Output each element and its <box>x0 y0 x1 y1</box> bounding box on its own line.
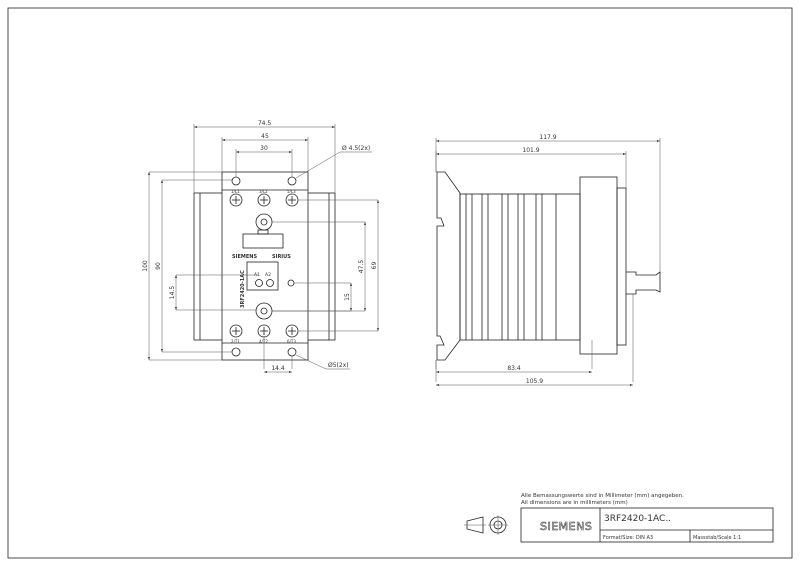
dimension-value: 100 <box>142 260 149 272</box>
screw-icon <box>229 193 243 207</box>
screw-icon <box>285 193 299 207</box>
dimension-value: 83.4 <box>507 365 521 372</box>
dimension-value: 105.9 <box>526 378 543 385</box>
format-size: Format/Size: DIN A3 <box>603 535 653 541</box>
hole-callout-top: Ø 4.5(2x) <box>342 145 370 152</box>
side-view <box>436 171 661 361</box>
dimension-line: 101.9 <box>435 147 627 188</box>
dimension-value: 14.4 <box>271 365 285 372</box>
dimension-line: 45 <box>221 133 309 172</box>
dimension-value: 47.5 <box>358 260 365 274</box>
scale: Massstab/Scale 1:1 <box>693 535 741 541</box>
dimension-value: 90 <box>155 262 162 270</box>
din-rail-clip <box>436 171 461 361</box>
sheet-border <box>7 7 793 559</box>
part-number: 3RF2420-1AC.. <box>604 514 671 524</box>
heatsink-fins <box>459 193 581 341</box>
product-label: 3RF2420-1AC <box>240 270 246 308</box>
brand-label: SIEMENS <box>232 254 257 260</box>
dimension-line: 83.4 <box>435 340 593 373</box>
dimension-line: 14.5 <box>169 274 258 311</box>
hole-callout-bottom: Ø5(2x) <box>328 362 349 369</box>
dimension-line: 14.4 <box>263 336 293 373</box>
terminal-label: 3/L2 <box>259 189 268 194</box>
flange <box>579 176 618 355</box>
dimension-line: 90 <box>155 179 232 353</box>
dimension-line: 15 <box>272 282 352 312</box>
dimension-value: 14.5 <box>169 286 176 300</box>
screw-icon <box>229 324 243 338</box>
terminal-label: 6/T3 <box>287 339 296 344</box>
note-english: All dimensions are in millimeters (mm) <box>521 500 628 506</box>
control-terminal-block <box>246 261 279 291</box>
terminal-label: 1/L1 <box>231 189 240 194</box>
dimension-line: 117.9 <box>435 134 661 272</box>
dimension-value: 15 <box>344 293 351 301</box>
screw-icon <box>257 193 271 207</box>
terminal-label: 4/T2 <box>259 339 268 344</box>
dimension-value: 69 <box>371 262 378 270</box>
terminal-label: 2/T1 <box>231 339 240 344</box>
siemens-logo: SIEMENS <box>540 520 592 533</box>
front-view: SIEMENS SIRIUS A1 A2 3RF2420-1AC 1/L1 3/… <box>193 145 372 370</box>
connector <box>626 271 661 295</box>
series-label: SIRIUS <box>272 254 291 260</box>
terminal-a2: A2 <box>265 272 271 278</box>
front-plate <box>616 187 627 346</box>
dimension-line: 105.9 <box>435 294 634 386</box>
title-block: Alle Bemassungswerte sind in Millimeter … <box>464 493 774 543</box>
terminal-label: 5/L3 <box>287 189 296 194</box>
dimension-line: 30 <box>235 145 293 177</box>
dimension-value: 101.9 <box>522 147 539 154</box>
dimension-line: 74.5 <box>193 120 336 193</box>
dimension-value: 45 <box>261 133 269 140</box>
projection-symbol-icon <box>464 515 508 535</box>
note-german: Alle Bemassungswerte sind in Millimeter … <box>521 493 684 499</box>
dimension-value: 117.9 <box>539 134 556 141</box>
dimension-line: 69 <box>298 199 379 332</box>
dimension-line: 100 <box>142 171 222 361</box>
dimension-value: 74.5 <box>258 120 272 127</box>
dimension-value: 30 <box>260 145 268 152</box>
